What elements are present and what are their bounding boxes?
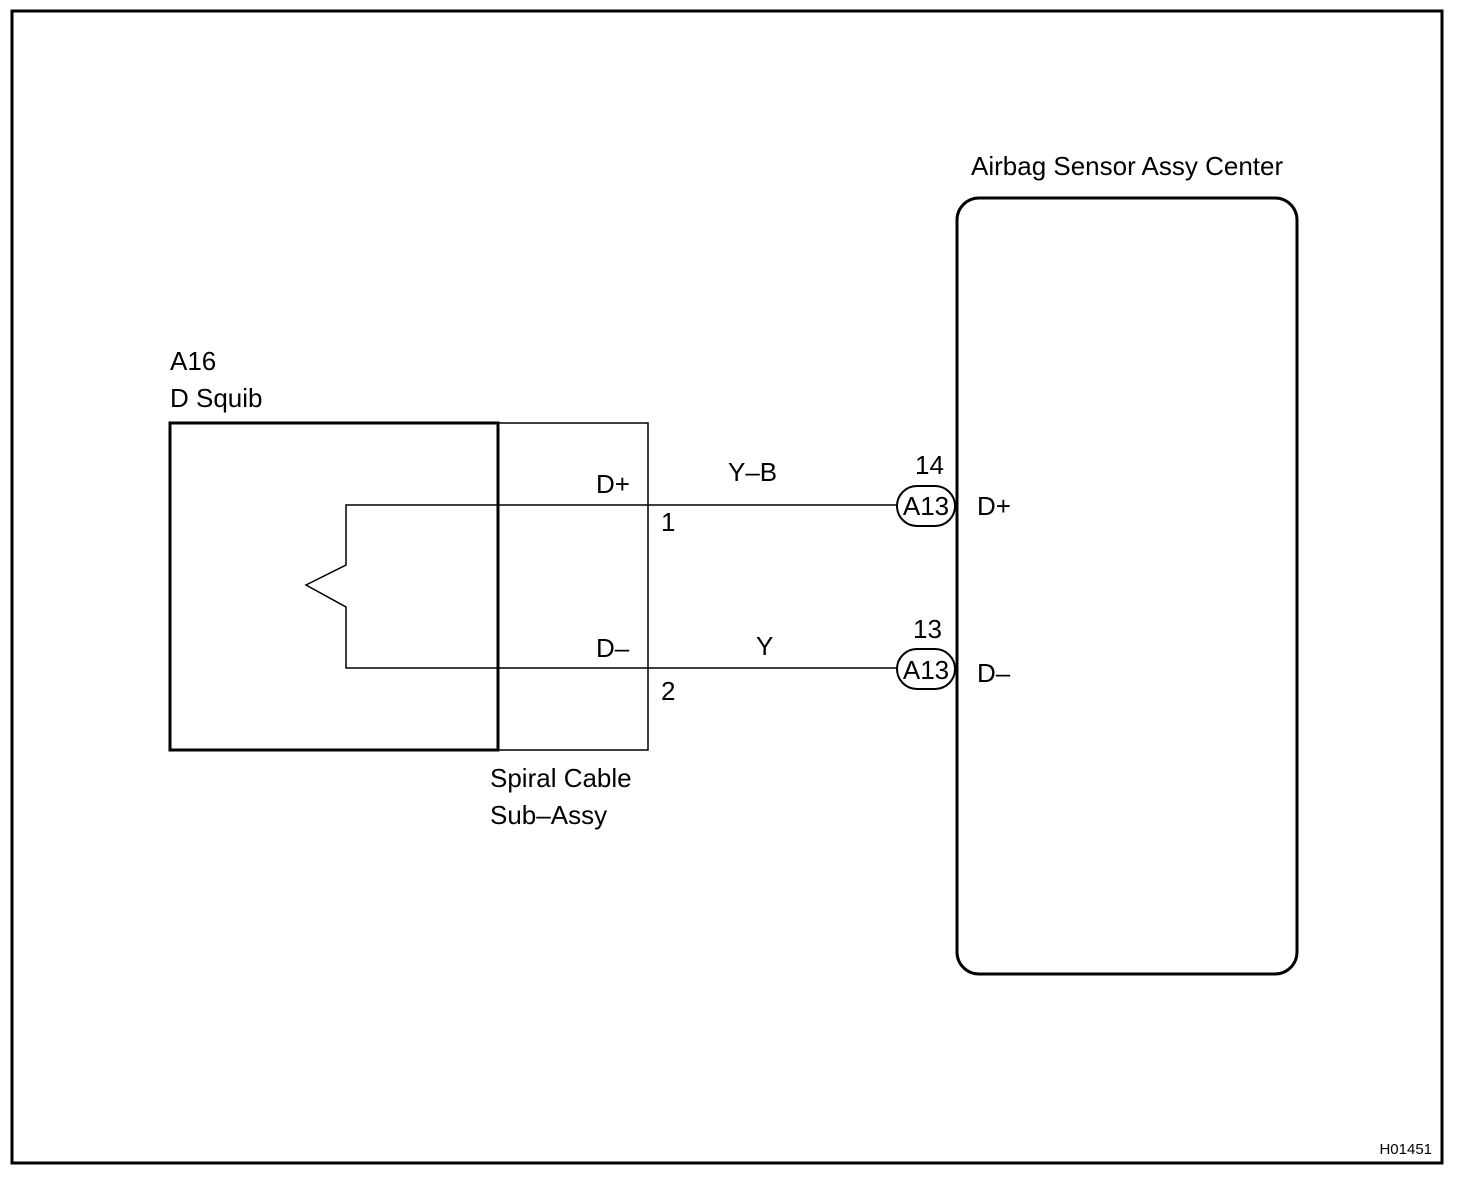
connector-plus [896,485,956,527]
sensor-box [955,196,1299,976]
wire-color-minus: Y [756,631,773,661]
figure-code: H01451 [1379,1141,1432,1158]
squib-name: D Squib [170,383,263,413]
wire-color-plus: Y–B [728,457,777,487]
spiral-pin-label-plus: D+ [596,469,630,499]
squib-element [304,504,498,669]
sensor-terminal-plus: D+ [977,491,1011,521]
diagram-frame [10,9,1444,1165]
spiral-cable-box [497,422,649,751]
connector-code-minus: A13 [903,655,949,685]
connector-pin-minus: 13 [913,614,942,644]
connector-code-plus: A13 [903,491,949,521]
spiral-cable-label-line1: Spiral Cable [490,763,632,793]
squib-box [168,421,500,752]
spiral-pin-number-plus: 1 [661,507,675,537]
sensor-name: Airbag Sensor Assy Center [971,151,1283,181]
connector-minus [896,648,956,690]
spiral-pin-label-minus: D– [596,633,630,663]
spiral-pin-number-minus: 2 [661,676,675,706]
connector-pin-plus: 14 [915,450,944,480]
squib-code: A16 [170,346,216,376]
sensor-terminal-minus: D– [977,658,1011,688]
spiral-cable-label-line2: Sub–Assy [490,800,607,830]
